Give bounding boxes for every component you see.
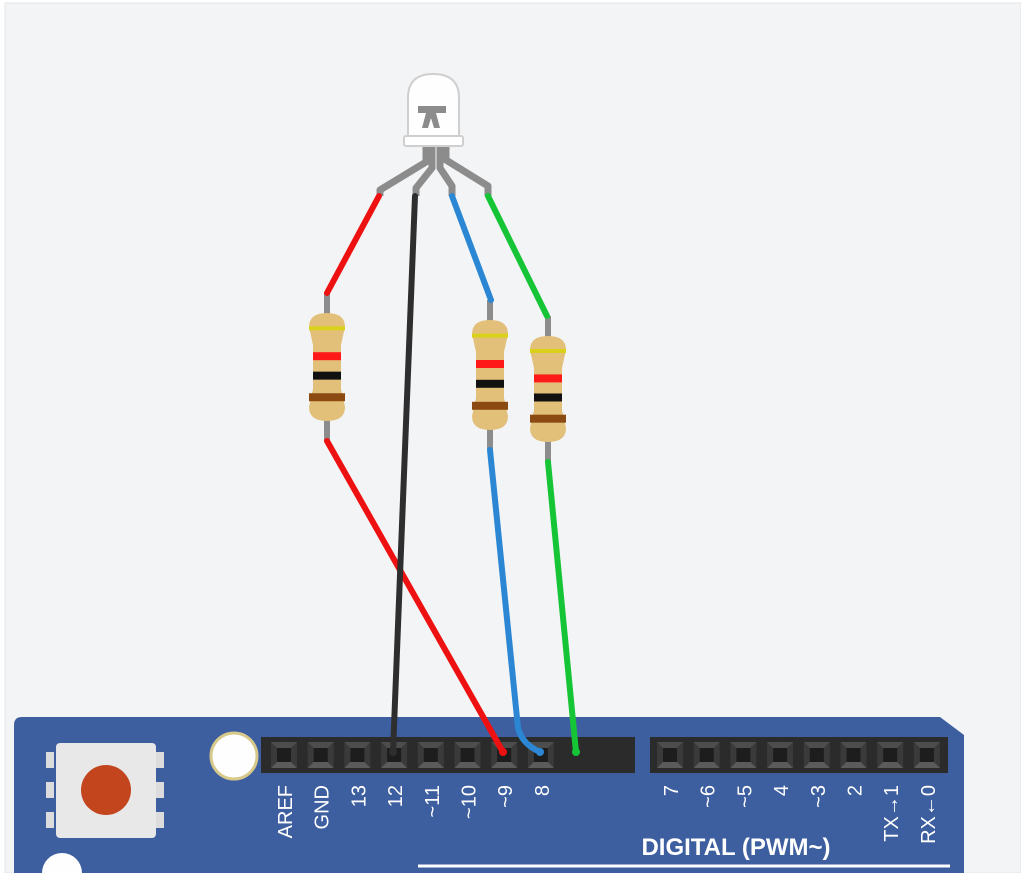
rgb-led[interactable]: [376, 72, 492, 196]
red-wire-led-to-resistor[interactable]: [324, 193, 382, 296]
pin-label-right-0: 7: [661, 785, 683, 796]
led-lead-green: [442, 146, 492, 196]
resistor-red[interactable]: [309, 293, 345, 441]
resistor-band-0: [309, 326, 345, 331]
wire-end-0: [499, 748, 507, 756]
pin-label-right-4: ~3: [808, 785, 830, 808]
pin-label-left-6: ~9: [495, 785, 517, 808]
resistor-band-0: [472, 333, 508, 338]
led-rim: [403, 135, 464, 147]
header-pin-right-0[interactable]: [657, 742, 683, 768]
resistor-band-1: [313, 352, 341, 361]
pin-label-right-6: TX→1: [881, 785, 903, 842]
header-pin-right-6[interactable]: [877, 742, 904, 768]
pin-label-right-3: 4: [771, 785, 793, 796]
header-pin-left-4[interactable]: [417, 742, 444, 768]
red-wire[interactable]: [324, 438, 506, 755]
led-lead-blue: [436, 146, 456, 196]
resistor-blue[interactable]: [472, 300, 508, 450]
pin-label-left-1: GND: [312, 785, 334, 829]
header-pins-left: [271, 742, 554, 768]
green-wire[interactable]: [545, 459, 579, 755]
pin-label-left-3: 12: [385, 785, 407, 807]
mounting-hole: [209, 731, 259, 781]
resistor-band-2: [476, 379, 504, 388]
resistor-band-3: [309, 393, 345, 402]
led-die: [418, 106, 446, 128]
resistor-band-0: [530, 348, 566, 353]
wire-end-dots: [389, 748, 580, 756]
pin-label-left-0: AREF: [275, 785, 297, 838]
pin-label-left-2: 13: [348, 785, 370, 807]
led-lead-cathode: [412, 146, 436, 196]
wire-end-1: [389, 748, 397, 756]
pin-label-right-7: RX←0: [918, 785, 940, 844]
header-pin-right-2[interactable]: [730, 742, 757, 768]
green-wire-led-to-resistor[interactable]: [485, 193, 550, 319]
header-pin-right-5[interactable]: [840, 742, 867, 768]
wire-end-3: [572, 748, 580, 756]
wire-end-2: [536, 748, 544, 756]
led-lead-red: [376, 146, 430, 196]
resistors-group: [309, 293, 566, 462]
header-pins-right: [657, 742, 940, 768]
header-pin-right-3[interactable]: [767, 742, 794, 768]
blue-wire-led-to-resistor[interactable]: [449, 193, 494, 303]
resistor-band-1: [476, 360, 504, 368]
mounting-hole-2: [42, 853, 82, 878]
pin-label-left-5: ~10: [459, 785, 481, 819]
digital-section-label: DIGITAL (PWM~): [641, 834, 830, 861]
gnd-wire[interactable]: [390, 193, 418, 755]
header-pin-right-1[interactable]: [693, 742, 720, 768]
reset-button-cap[interactable]: [81, 765, 131, 815]
pin-label-left-7: 8: [532, 785, 554, 796]
header-pin-left-5[interactable]: [454, 742, 481, 768]
resistor-band-2: [534, 393, 562, 402]
wires-group: [324, 193, 579, 755]
header-pin-left-0[interactable]: [271, 742, 297, 768]
pin-label-left-4: ~11: [422, 785, 444, 817]
header-pin-left-1[interactable]: [307, 742, 334, 768]
pin-label-right-1: ~6: [698, 785, 720, 808]
header-pin-left-2[interactable]: [344, 742, 371, 768]
header-pin-right-7[interactable]: [913, 742, 940, 768]
reset-button[interactable]: [46, 743, 164, 838]
resistor-band-1: [534, 374, 562, 383]
arduino-board[interactable]: AREF GND 13 12 ~11 ~10 ~9 8 7 ~6 ~5 4 ~3 2 TX→1 RX←0 DI…: [14, 717, 964, 878]
pin-label-right-5: 2: [845, 785, 867, 796]
pin-labels: AREF GND 13 12 ~11 ~10 ~9 8 7 ~6 ~5 4 ~3 2 TX→1 RX←0: [275, 785, 940, 844]
resistor-band-3: [530, 414, 566, 423]
resistor-band-2: [313, 371, 341, 380]
header-pin-right-4[interactable]: [803, 742, 830, 768]
resistor-green[interactable]: [530, 316, 566, 462]
resistor-band-3: [472, 401, 508, 410]
pin-label-right-2: ~5: [734, 785, 756, 808]
